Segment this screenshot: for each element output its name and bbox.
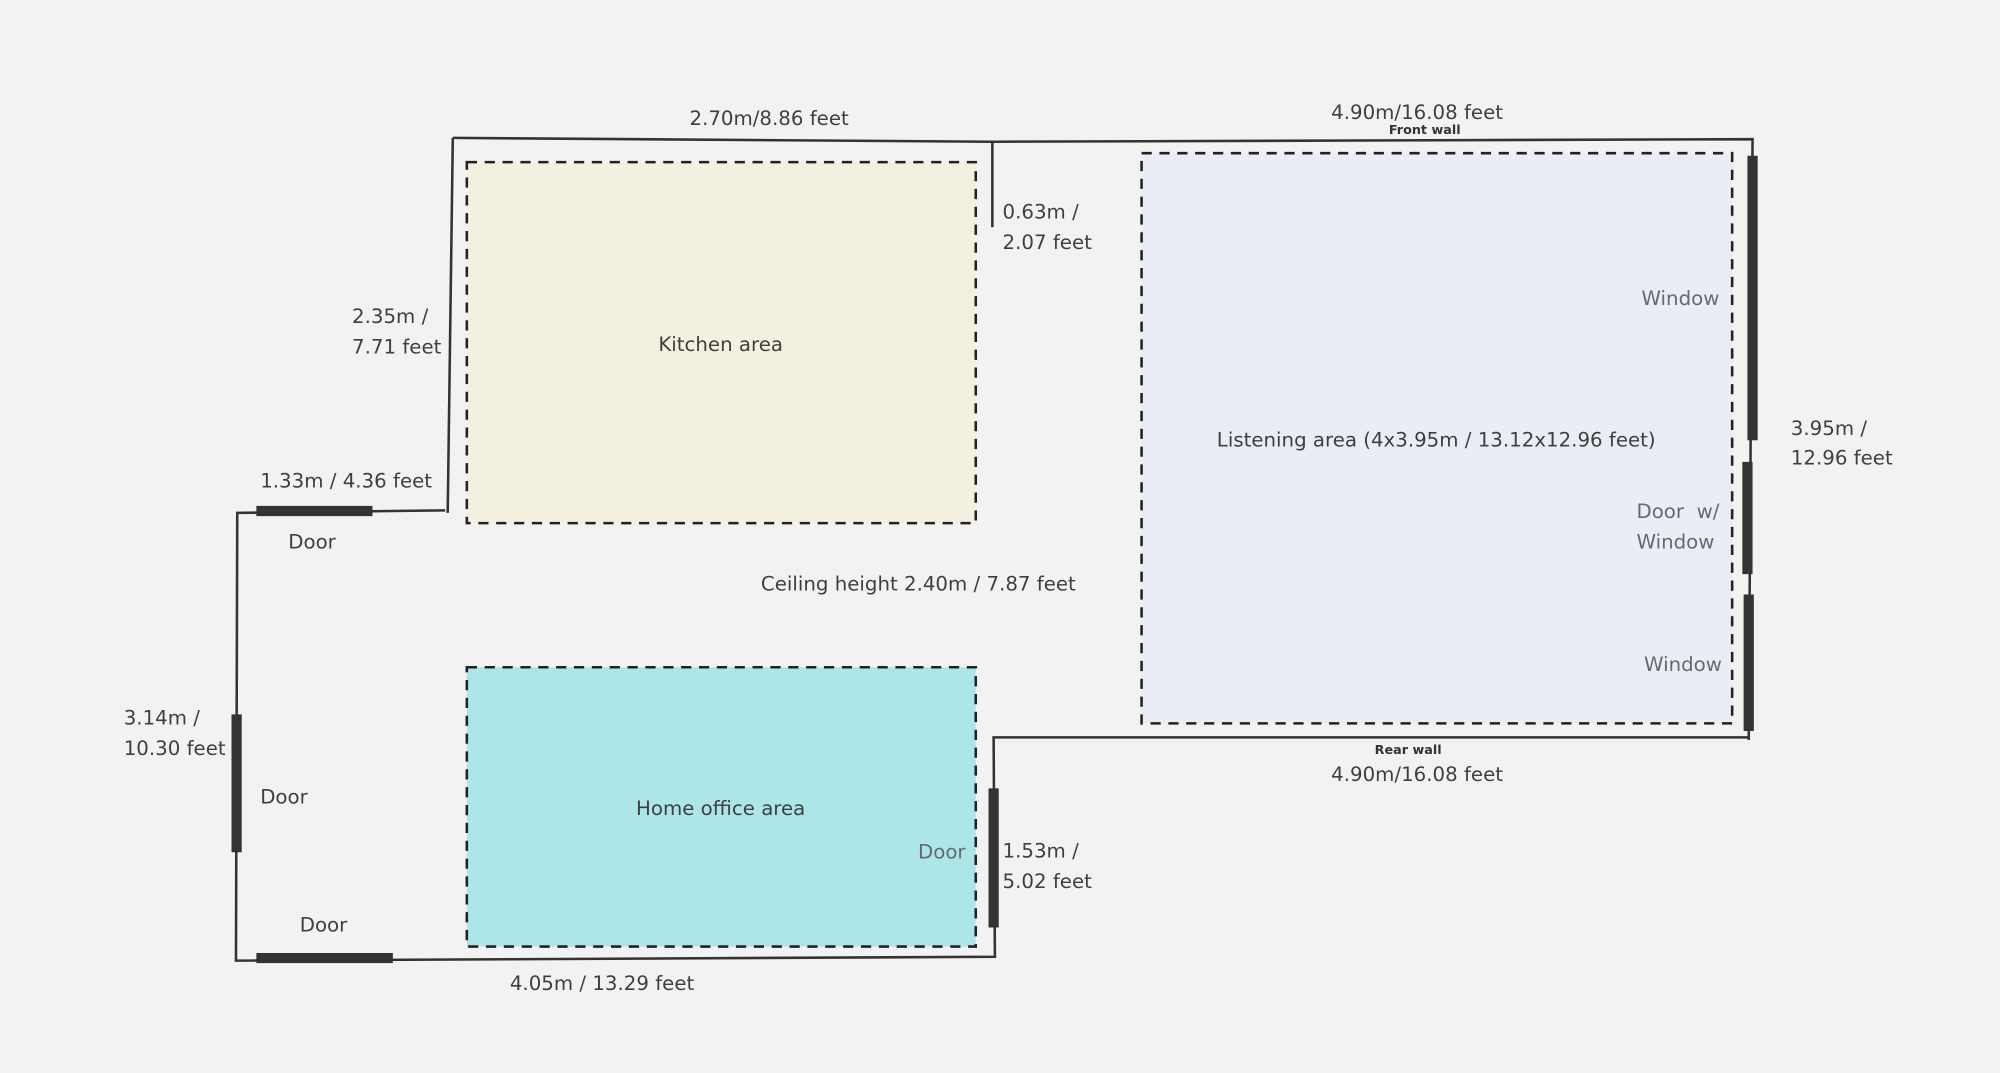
- dim-step-1: 0.63m /: [1003, 200, 1080, 223]
- dim-left-1: 3.14m /: [124, 707, 201, 730]
- kitchen-area[interactable]: [465, 160, 978, 525]
- rear-wall-label: Rear wall: [1375, 743, 1442, 758]
- dim-step-2: 2.07 feet: [1003, 231, 1093, 254]
- door-left-label: Door: [260, 786, 308, 809]
- door-bottom-label: Door: [300, 913, 348, 936]
- dim-right-2: 12.96 feet: [1791, 446, 1893, 469]
- ceiling-height: Ceiling height 2.40m / 7.87 feet: [761, 573, 1076, 596]
- dim-bottom: 4.05m / 13.29 feet: [510, 972, 695, 995]
- home-office-area[interactable]: [465, 665, 978, 948]
- dim-rear-wall: 4.90m/16.08 feet: [1331, 763, 1503, 786]
- window-top-label: Window: [1641, 287, 1719, 310]
- home-office-label: Home office area: [636, 797, 805, 820]
- dim-left-ledge: 1.33m / 4.36 feet: [260, 469, 432, 492]
- dim-left-2: 10.30 feet: [124, 737, 226, 760]
- dim-kitchen-top: 2.70m/8.86 feet: [690, 107, 849, 130]
- dim-office-right-1: 1.53m /: [1003, 839, 1080, 862]
- door-office-label: Door: [918, 841, 966, 864]
- window-bottom-label: Window: [1644, 653, 1722, 676]
- dim-kitchen-left-2: 7.71 feet: [352, 335, 442, 358]
- door-top-left-label: Door: [288, 531, 336, 554]
- kitchen-label: Kitchen area: [658, 333, 783, 356]
- dim-right-1: 3.95m /: [1791, 417, 1868, 440]
- door-window-label-2: Window: [1636, 531, 1714, 554]
- listening-label: Listening area (4x3.95m / 13.12x12.96 fe…: [1217, 429, 1656, 452]
- listening-area[interactable]: [1140, 151, 1734, 725]
- dim-office-right-2: 5.02 feet: [1003, 870, 1093, 893]
- front-wall-label: Front wall: [1389, 123, 1461, 138]
- dim-kitchen-left-1: 2.35m /: [352, 305, 429, 328]
- door-window-label-1: Door w/: [1636, 500, 1719, 523]
- dim-front-wall: 4.90m/16.08 feet: [1331, 101, 1503, 124]
